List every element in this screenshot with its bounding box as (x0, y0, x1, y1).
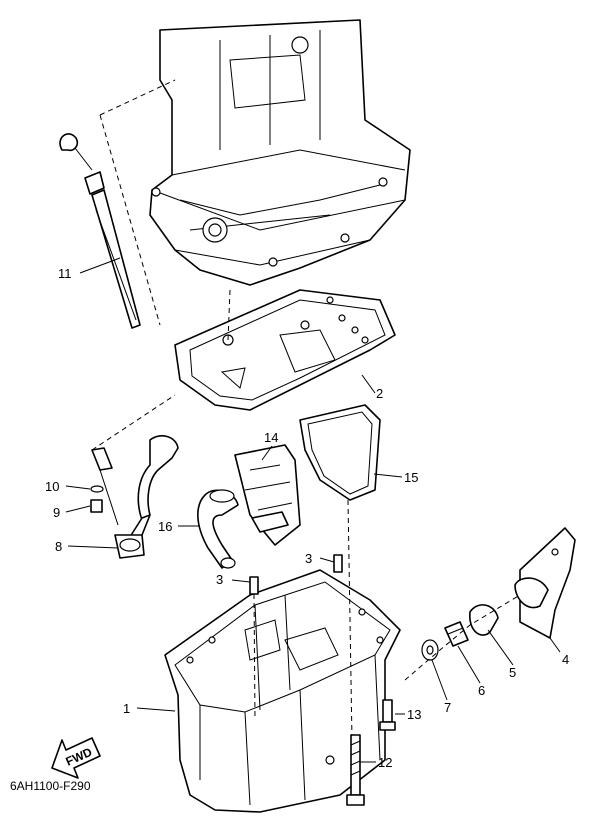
callout-label: 7 (444, 700, 451, 715)
pin-guide-line (253, 593, 256, 721)
part-14-oil-strainer (234, 444, 301, 546)
part-5-clip (469, 604, 499, 636)
callout-label: 4 (562, 652, 569, 667)
fwd-arrow: FWD (51, 737, 101, 779)
block-guide-line (99, 79, 176, 116)
callout-label: 5 (509, 665, 516, 680)
part-7-gasket (421, 639, 439, 661)
callout-label: 13 (407, 707, 421, 722)
part-9-bolt (90, 499, 103, 513)
part-2-gasket (174, 289, 396, 411)
part-12-bolt (346, 734, 365, 806)
part-8-oil-pipe (91, 435, 179, 559)
callout-label: 1 (123, 701, 130, 716)
callout-label: 3 (216, 572, 223, 587)
part-6-drain-plug (444, 621, 469, 647)
callout-labels: 11 2 3 3 4 5 6 7 8 9 10 1 12 13 14 15 16 (45, 266, 569, 770)
callout-label: 2 (376, 386, 383, 401)
callout-label: 6 (478, 683, 485, 698)
part-15-strainer-gasket (299, 404, 381, 501)
part-13-bolt (379, 699, 396, 731)
pipe-guide-line (91, 394, 176, 451)
part-11-dipstick (59, 133, 141, 329)
dipstick-guide-line (99, 114, 161, 326)
callout-label: 11 (58, 266, 72, 281)
part-4-cover (514, 527, 576, 639)
drain-guide-line (404, 594, 521, 681)
callout-label: 16 (158, 519, 172, 534)
callout-label: 15 (404, 470, 418, 485)
engine-block (149, 19, 411, 286)
callout-label: 9 (53, 505, 60, 520)
part-1-oil-pan (164, 569, 401, 813)
part-16-hose (197, 489, 239, 569)
leader-lines (65, 257, 561, 763)
diagram-code: 6AH1100-F290 (10, 779, 91, 793)
callout-label: 3 (305, 551, 312, 566)
callout-label: 8 (55, 539, 62, 554)
callout-label: 14 (264, 430, 278, 445)
strainer-guide-line (347, 499, 353, 741)
callout-label: 12 (378, 755, 392, 770)
part-3-dowel-pin-left (249, 576, 259, 595)
callout-label: 10 (45, 479, 59, 494)
part-10-washer (90, 485, 104, 493)
part-3-dowel-pin-right (333, 554, 343, 573)
